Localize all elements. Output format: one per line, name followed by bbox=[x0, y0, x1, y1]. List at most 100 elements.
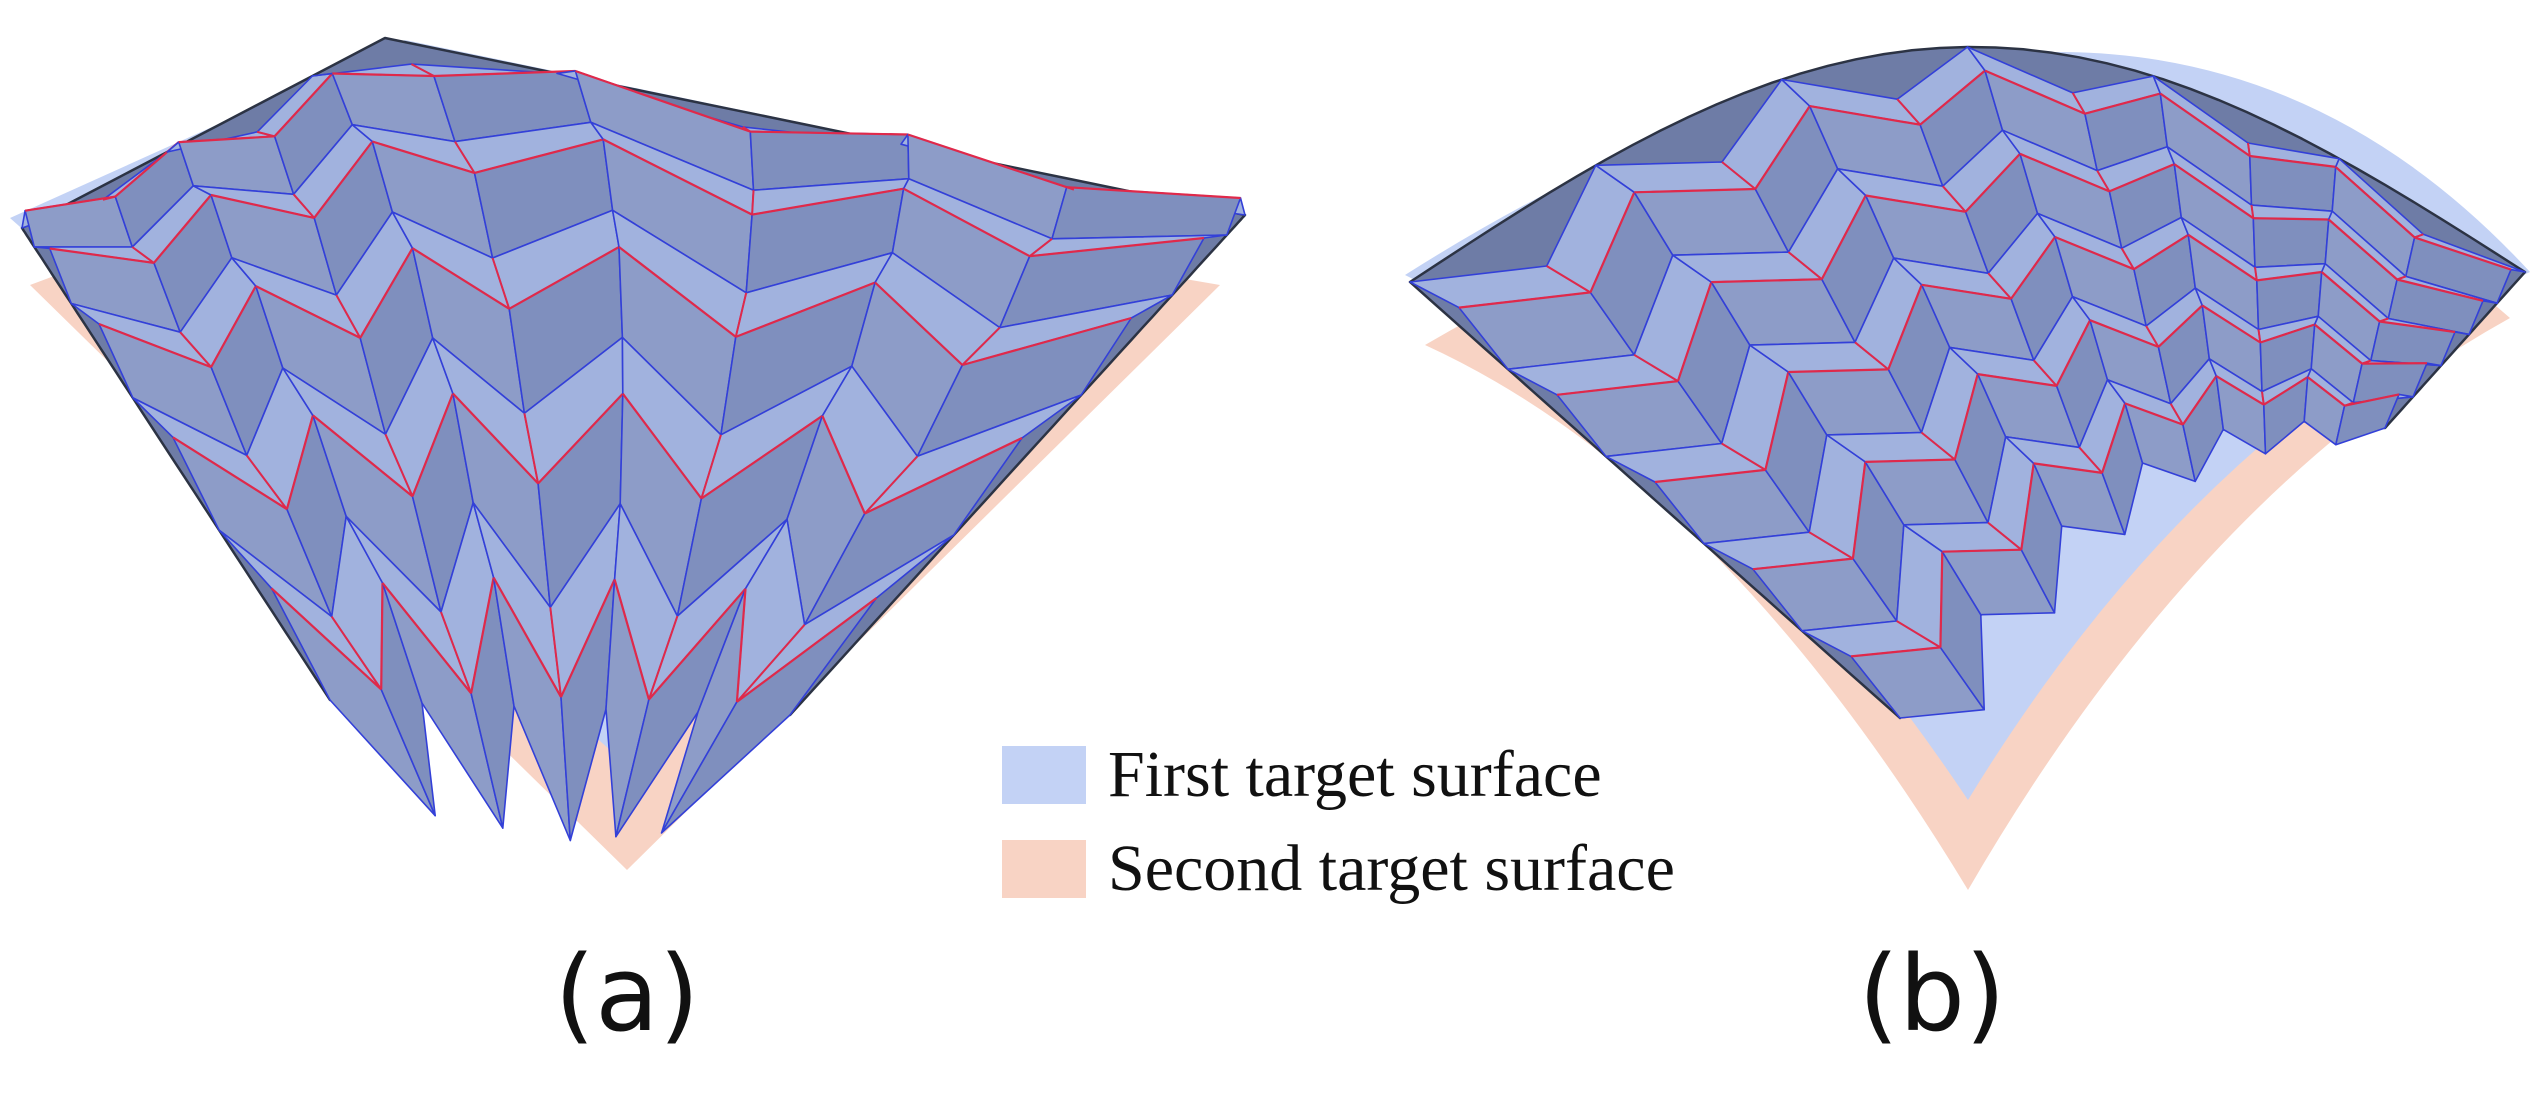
mountain-crease bbox=[647, 615, 679, 700]
mountain-crease bbox=[602, 138, 753, 216]
mountain-crease bbox=[285, 415, 314, 510]
facet bbox=[1051, 186, 1242, 240]
mountain-crease bbox=[523, 413, 540, 484]
facet bbox=[2252, 217, 2330, 269]
mountain-crease bbox=[2344, 393, 2400, 407]
mountain-crease bbox=[2250, 204, 2255, 219]
mountain-crease bbox=[371, 140, 475, 174]
mountain-crease bbox=[1865, 458, 1955, 463]
mountain-crease bbox=[1964, 153, 2021, 213]
mountain-crease bbox=[1787, 251, 1823, 280]
mountain-crease bbox=[2133, 233, 2189, 271]
mountain-crease bbox=[102, 195, 116, 201]
mountain-crease bbox=[1556, 380, 1679, 396]
mountain-crease bbox=[172, 436, 288, 511]
mountain-crease bbox=[2379, 317, 2389, 323]
mountain-crease bbox=[2215, 375, 2265, 406]
mountain-crease bbox=[2344, 401, 2354, 407]
panel-b-label: (b) bbox=[1858, 933, 2005, 1055]
mountain-crease bbox=[2084, 92, 2161, 115]
mountain-crease bbox=[2020, 463, 2035, 550]
mountain-crease bbox=[98, 322, 212, 369]
mountain-crease bbox=[380, 582, 384, 690]
mountain-crease bbox=[2261, 391, 2265, 405]
mountain-crease bbox=[381, 582, 472, 694]
mountain-crease bbox=[49, 247, 155, 264]
mountain-crease bbox=[312, 414, 414, 498]
mountain-crease bbox=[1942, 548, 2022, 553]
mountain-crease bbox=[1851, 461, 1867, 559]
mountain-crease bbox=[736, 597, 878, 703]
mountain-crease bbox=[1676, 281, 1713, 382]
mountain-crease bbox=[1634, 187, 1756, 194]
mountain-crease bbox=[1654, 468, 1766, 484]
mountain-crease bbox=[1977, 373, 2057, 387]
mountain-crease bbox=[907, 133, 1068, 189]
mountain-crease bbox=[2054, 235, 2135, 271]
panel-a: (a) bbox=[10, 36, 1247, 1055]
mountain-crease bbox=[210, 193, 315, 219]
folded-sheet-a bbox=[20, 36, 1247, 842]
mountain-crease bbox=[2256, 270, 2322, 282]
mountain-crease bbox=[1764, 371, 1790, 471]
mountain-crease bbox=[1721, 161, 1756, 190]
mountain-crease bbox=[335, 294, 362, 339]
mountain-crease bbox=[330, 616, 383, 690]
mountain-crease bbox=[2089, 319, 2159, 348]
mountain-crease bbox=[270, 587, 382, 691]
mountain-crease bbox=[2071, 92, 2086, 115]
mountain-crease bbox=[1589, 191, 1636, 293]
panel-b: (b) bbox=[1405, 45, 2530, 1055]
mountain-crease bbox=[2101, 403, 2127, 474]
mountain-crease bbox=[2307, 376, 2346, 407]
mountain-crease bbox=[454, 141, 476, 174]
mountain-crease bbox=[2249, 154, 2336, 168]
mountain-crease bbox=[2396, 275, 2407, 281]
mountain-crease bbox=[440, 611, 473, 694]
mountain-crease bbox=[735, 281, 876, 338]
mountain-crease bbox=[2010, 236, 2056, 300]
legend-label-second: Second target surface bbox=[1108, 832, 1675, 905]
mountain-crease bbox=[2173, 163, 2254, 220]
mountain-crease bbox=[575, 69, 751, 133]
mountain-crease bbox=[179, 331, 212, 368]
mountain-crease bbox=[2187, 233, 2258, 282]
mountain-crease bbox=[1865, 194, 1966, 213]
mountain-crease bbox=[2157, 304, 2204, 348]
mountain-crease bbox=[2361, 359, 2372, 365]
mountain-crease bbox=[1066, 186, 1241, 200]
mountain-crease bbox=[1711, 278, 1822, 284]
mountain-crease bbox=[210, 285, 257, 368]
legend-item-first-target-surface: First target surface bbox=[1002, 728, 1675, 822]
mountain-crease bbox=[153, 194, 212, 264]
mountain-crease bbox=[452, 392, 539, 485]
mountain-crease bbox=[1887, 284, 1923, 370]
mountain-crease bbox=[2379, 320, 2456, 334]
mountain-crease bbox=[2201, 304, 2261, 344]
mountain-crease bbox=[2033, 462, 2103, 474]
mountain-crease bbox=[2263, 376, 2309, 406]
mountain-crease bbox=[359, 247, 414, 339]
mountain-crease bbox=[618, 246, 737, 338]
mountain-crease bbox=[2396, 278, 2484, 302]
mountain-crease bbox=[273, 72, 334, 138]
mountain-crease bbox=[1633, 353, 1679, 382]
mountain-crease bbox=[1721, 442, 1766, 471]
mountain-crease bbox=[2159, 92, 2251, 157]
mountain-crease bbox=[735, 588, 747, 702]
mountain-crease bbox=[742, 126, 751, 133]
mountain-crease bbox=[874, 281, 964, 366]
mountain-crease bbox=[2033, 359, 2058, 387]
legend-swatch-second bbox=[1002, 840, 1086, 898]
mountain-crease bbox=[313, 140, 374, 219]
mountain-crease bbox=[256, 130, 275, 138]
mountain-crease bbox=[332, 72, 434, 78]
mountain-crease bbox=[1029, 238, 1053, 257]
mountain-crease bbox=[433, 69, 576, 78]
mountain-crease bbox=[131, 246, 155, 264]
mountain-crease bbox=[1939, 551, 1944, 648]
mountain-crease bbox=[2334, 166, 2416, 239]
mountain-crease bbox=[470, 577, 495, 694]
mountain-crease bbox=[1820, 194, 1867, 280]
